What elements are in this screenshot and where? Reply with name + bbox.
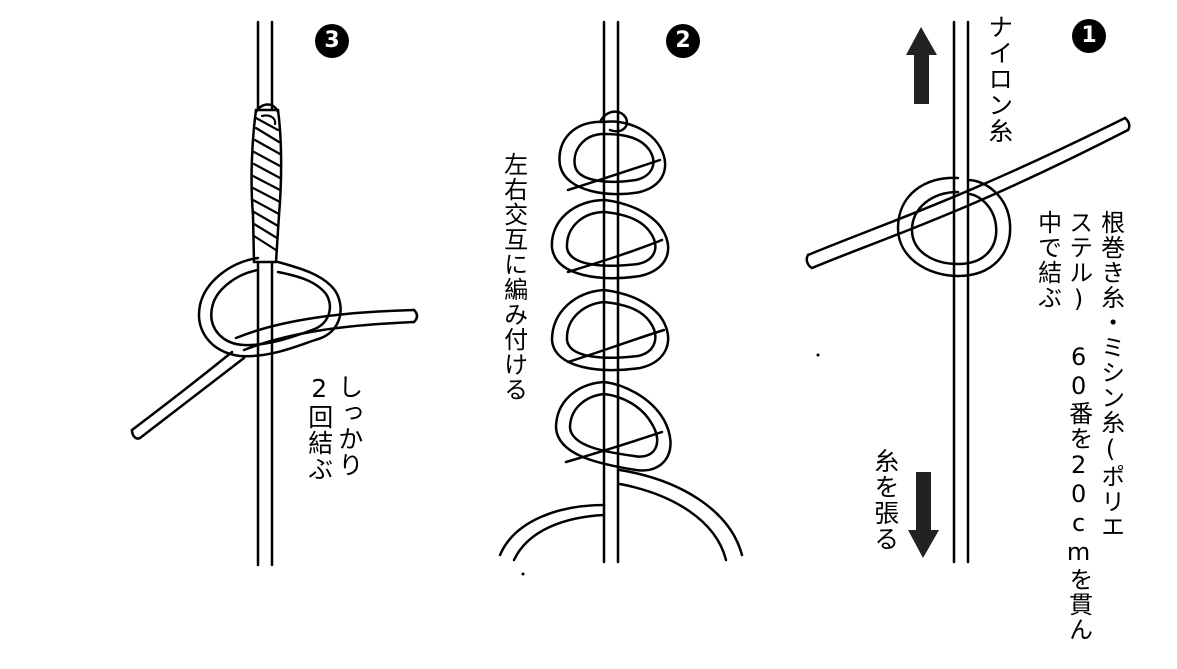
step3-left-end-cap: [130, 428, 142, 440]
arrow-up-icon: [906, 27, 937, 104]
step3-wrap-twists: [251, 114, 282, 252]
step2-cross-4: [564, 430, 664, 464]
step2-braid-outer: [550, 120, 672, 472]
speck: [521, 572, 525, 576]
step2-cross-1: [566, 158, 662, 192]
step1-illustration: [805, 20, 1131, 564]
step2-tail-right-inner: [618, 482, 728, 562]
step2-tail-left-inner: [512, 513, 606, 562]
step3-note-line2: 2回結ぶ: [304, 374, 334, 482]
step1-thread-a: [806, 116, 1127, 257]
step2-top-knot: [598, 110, 629, 133]
step1-loop-outer: [896, 176, 1012, 278]
step3-right-end-b: [242, 320, 416, 352]
step3-loop-inner: [210, 268, 332, 347]
step2-cross-2: [566, 238, 664, 274]
step3-wrap-top: [254, 103, 280, 114]
step1-loop-inner: [910, 190, 998, 266]
step1-main-line1: 根巻き糸・ミシン糸(ポリエ: [1096, 210, 1125, 539]
step1-thread-b: [810, 128, 1130, 270]
step3-note-line1: しっかり: [334, 374, 364, 478]
step3-right-end-a: [234, 308, 416, 340]
step3-left-end-b: [138, 356, 246, 440]
step3-number: 3: [315, 24, 349, 58]
step1-number: 1: [1072, 19, 1106, 53]
step2-note: 左右交互に編み付ける: [499, 152, 528, 402]
step3-loop-outer: [197, 256, 342, 358]
arrow-down-icon: [908, 472, 939, 558]
step1-thread-end-right: [1123, 116, 1131, 132]
step3-wrap-outline: [250, 108, 283, 264]
step1-main-line2: ステル) 60番を20cmを貫ん: [1064, 210, 1093, 642]
step2-number: 2: [666, 24, 700, 58]
speck: [816, 353, 820, 357]
step1-thread-end-left: [805, 253, 814, 270]
step2-braid-inner: [565, 132, 659, 458]
step1-main-line3: 中で結ぶ: [1033, 210, 1062, 310]
step2-illustration: [498, 20, 744, 564]
step1-pull-label: 糸を張る: [870, 448, 900, 552]
step2-tail-right: [618, 468, 744, 557]
step3-left-end-a: [130, 350, 234, 432]
step3-illustration: [130, 20, 419, 567]
step1-nylon-label: ナイロン糸: [984, 14, 1014, 144]
step2-cross-3: [566, 328, 666, 364]
step2-tail-left: [498, 503, 606, 557]
step3-right-end-cap: [412, 308, 419, 324]
